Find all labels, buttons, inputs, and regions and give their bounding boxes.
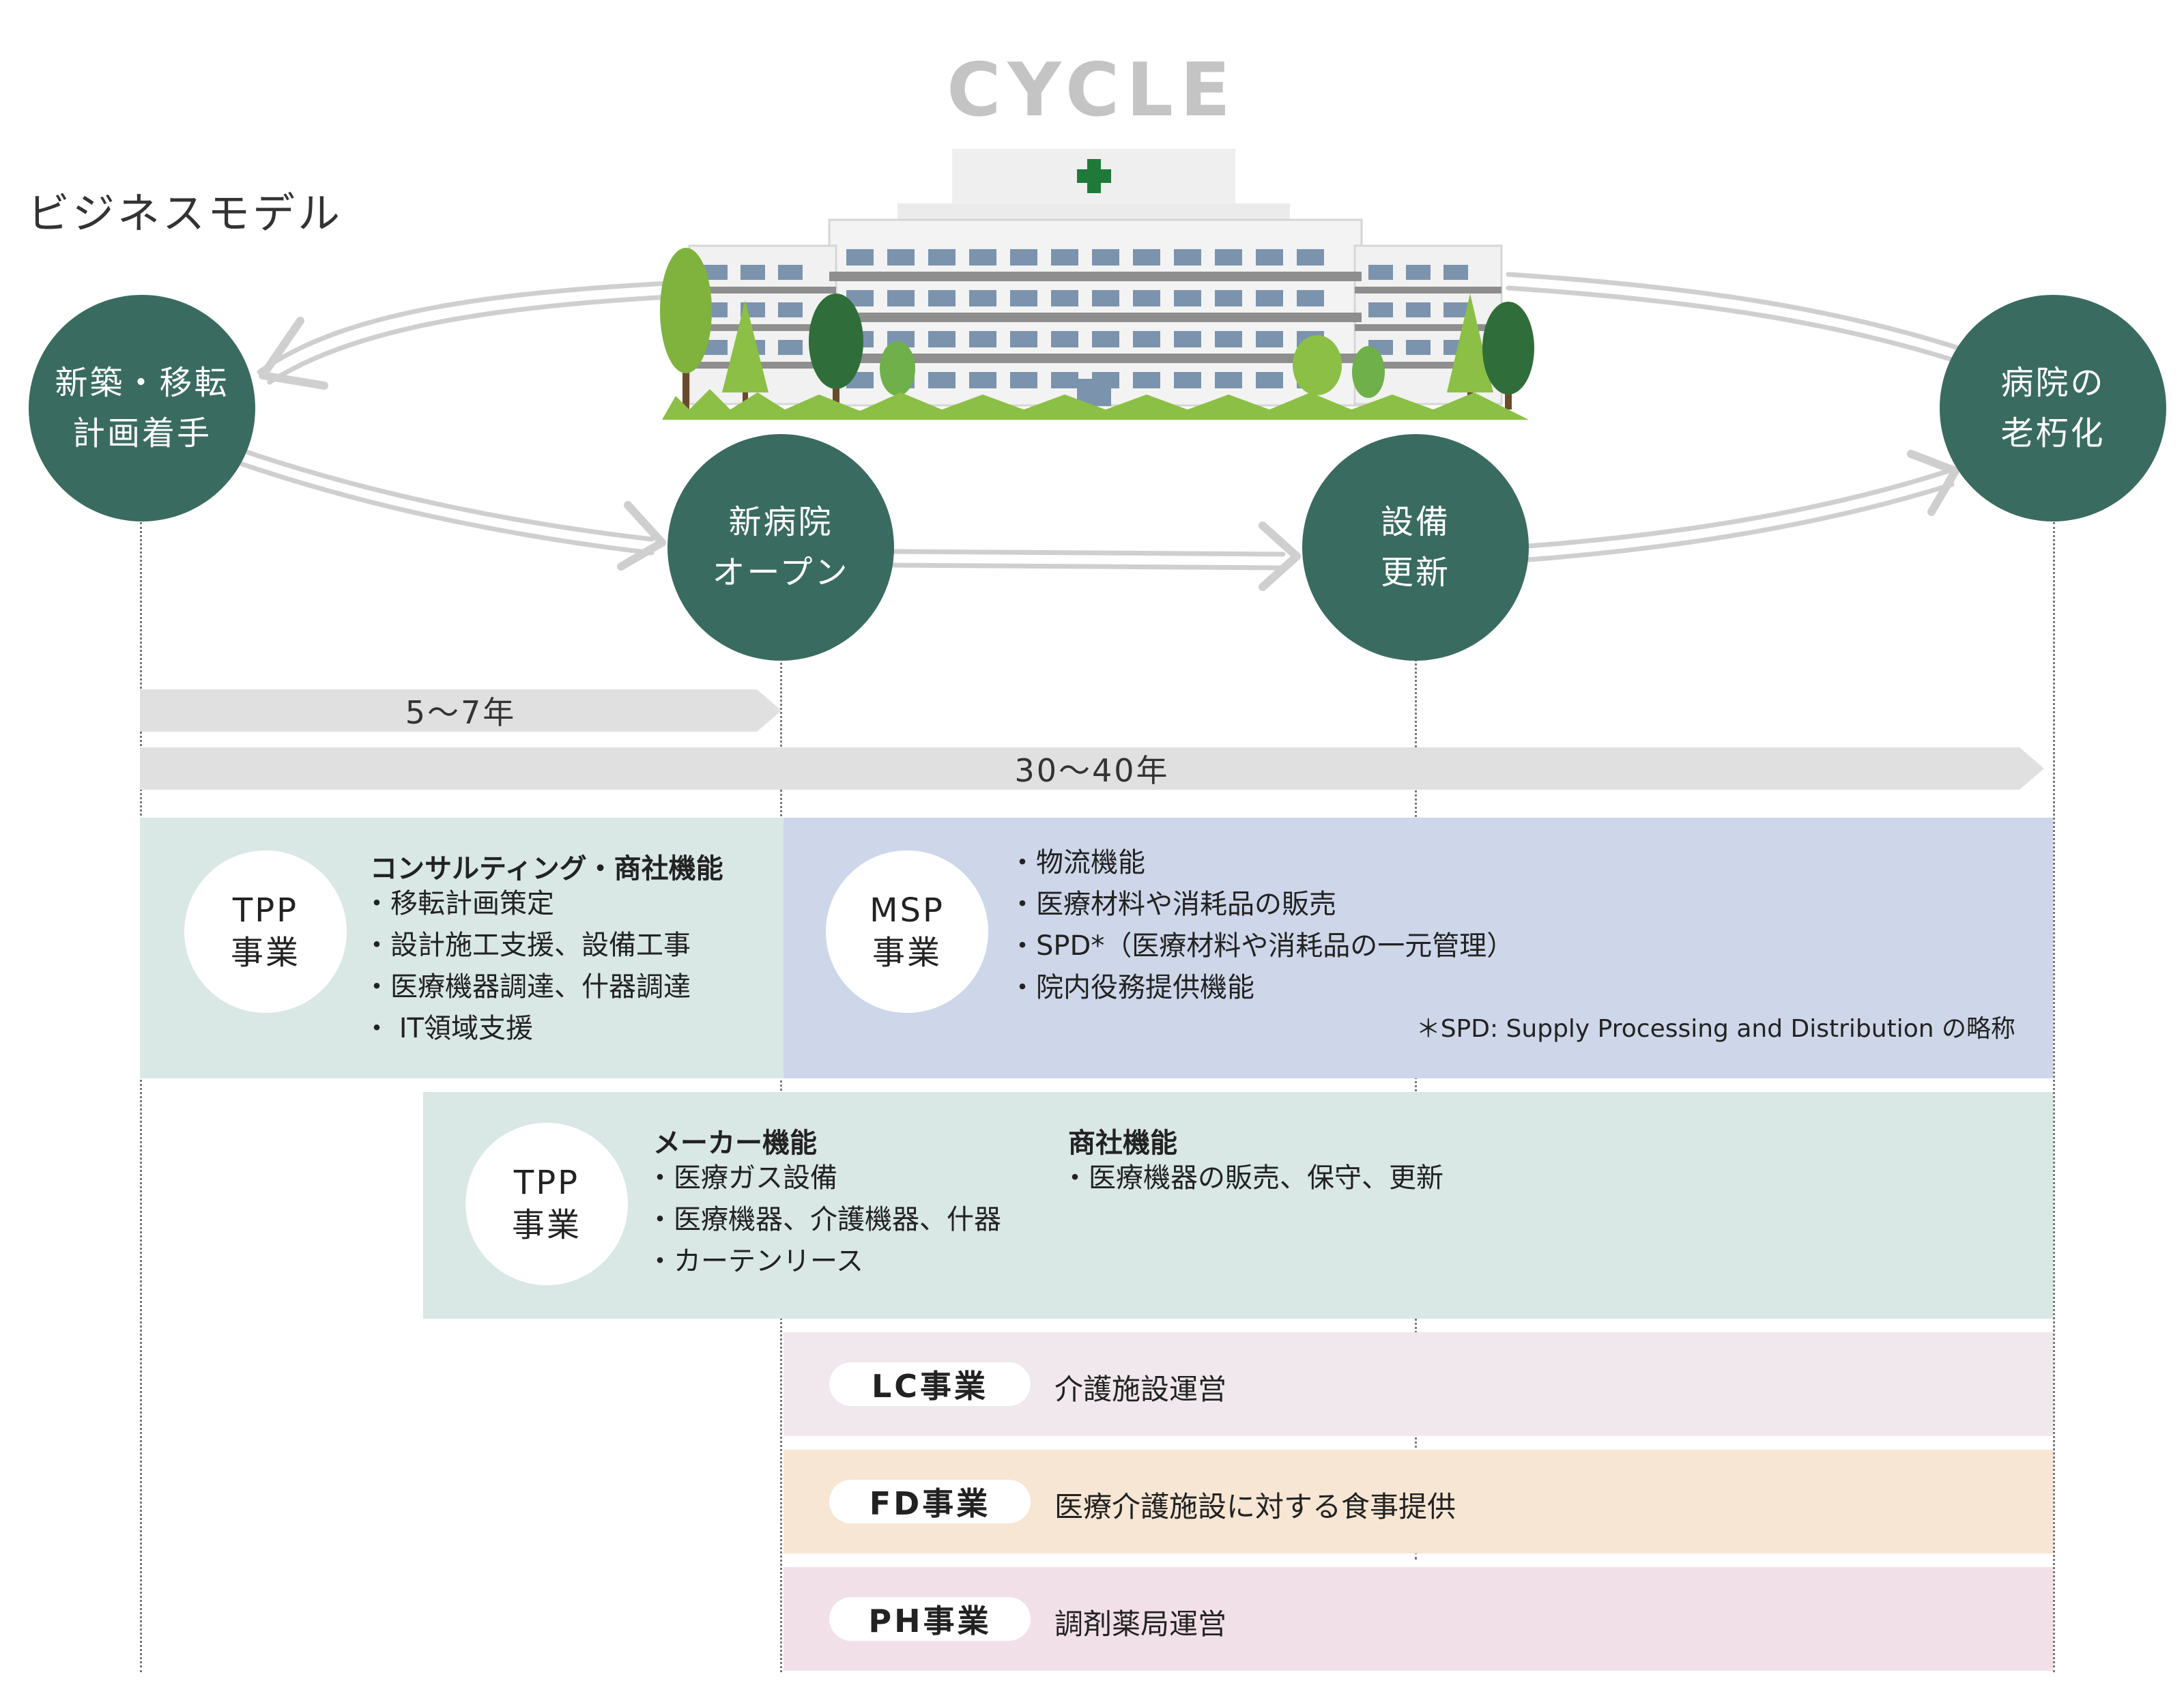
stage-equipment-renewal: 設備 更新 xyxy=(1302,434,1529,661)
fd-label: FD事業 xyxy=(829,1480,1031,1523)
cycle-diagram xyxy=(240,149,1962,591)
lc-description: 介護施設運営 xyxy=(1054,1373,1227,1406)
lc-label: LC事業 xyxy=(829,1362,1031,1406)
msp-badge: MSP 事業 xyxy=(826,850,988,1013)
maker-function-title: メーカー機能 xyxy=(653,1128,817,1159)
list-item: IT領域支援 xyxy=(370,1008,691,1050)
grass xyxy=(662,389,1529,420)
tpp-consulting-title: コンサルティング・商社機能 xyxy=(370,853,723,885)
maker-function-list: 医療ガス設備 医療機器、介護機器、什器 カーテンリース xyxy=(653,1158,1001,1282)
ph-description: 調剤薬局運営 xyxy=(1054,1607,1227,1641)
timeline-guide-4 xyxy=(2053,522,2055,1672)
stage-hospital-opening: 新病院 オープン xyxy=(667,434,894,661)
tpp-badge: TPP 事業 xyxy=(184,850,347,1013)
list-item: 設計施工支援、設備工事 xyxy=(370,925,691,966)
trading-function-list: 医療機器の販売、保守、更新 xyxy=(1068,1158,1443,1199)
tpp-maker-band: TPP 事業 メーカー機能 医療ガス設備 医療機器、介護機器、什器 カーテンリー… xyxy=(423,1092,2053,1319)
timeline-guide-1 xyxy=(140,522,142,1672)
page-title: ビジネスモデル xyxy=(27,188,343,238)
period-30-40-years: 30〜40年 xyxy=(140,747,2044,790)
list-item: 医療材料や消耗品の販売 xyxy=(1016,884,1514,926)
spd-footnote: ＊SPD: Supply Processing and Distribution… xyxy=(1416,1015,2015,1043)
ph-label: PH事業 xyxy=(829,1597,1031,1641)
list-item: カーテンリース xyxy=(653,1241,1001,1282)
list-item: 医療機器、介護機器、什器 xyxy=(653,1199,1001,1241)
trading-function-title: 商社機能 xyxy=(1068,1128,1177,1159)
hospital-building-icon xyxy=(688,149,1503,407)
period-5-7-years: 5〜7年 xyxy=(140,689,781,732)
tpp-consulting-list: 移転計画策定 設計施工支援、設備工事 医療機器調達、什器調達 IT領域支援 xyxy=(370,883,691,1050)
list-item: 医療機器の販売、保守、更新 xyxy=(1068,1158,1443,1199)
fd-description: 医療介護施設に対する食事提供 xyxy=(1054,1490,1456,1523)
msp-list: 物流機能 医療材料や消耗品の販売 SPD*（医療材料や消耗品の一元管理） 院内役… xyxy=(1016,842,1514,1009)
tpp-consulting-band: TPP 事業 コンサルティング・商社機能 移転計画策定 設計施工支援、設備工事 … xyxy=(140,818,784,1078)
cycle-title: CYCLE xyxy=(947,48,1237,133)
tree-icon xyxy=(660,248,1534,410)
list-item: 医療機器調達、什器調達 xyxy=(370,966,691,1008)
list-item: 移転計画策定 xyxy=(370,883,691,925)
list-item: 院内役務提供機能 xyxy=(1016,967,1514,1009)
stage-planning-start: 新築・移転 計画着手 xyxy=(29,295,255,521)
tpp-badge: TPP 事業 xyxy=(465,1123,628,1285)
stage-hospital-aging: 病院の 老朽化 xyxy=(1940,295,2166,521)
list-item: 医療ガス設備 xyxy=(653,1158,1001,1199)
list-item: SPD*（医療材料や消耗品の一元管理） xyxy=(1016,926,1514,967)
msp-band: MSP 事業 物流機能 医療材料や消耗品の販売 SPD*（医療材料や消耗品の一元… xyxy=(784,818,2053,1078)
list-item: 物流機能 xyxy=(1016,842,1514,884)
cycle-arrow-icon xyxy=(240,272,1962,591)
